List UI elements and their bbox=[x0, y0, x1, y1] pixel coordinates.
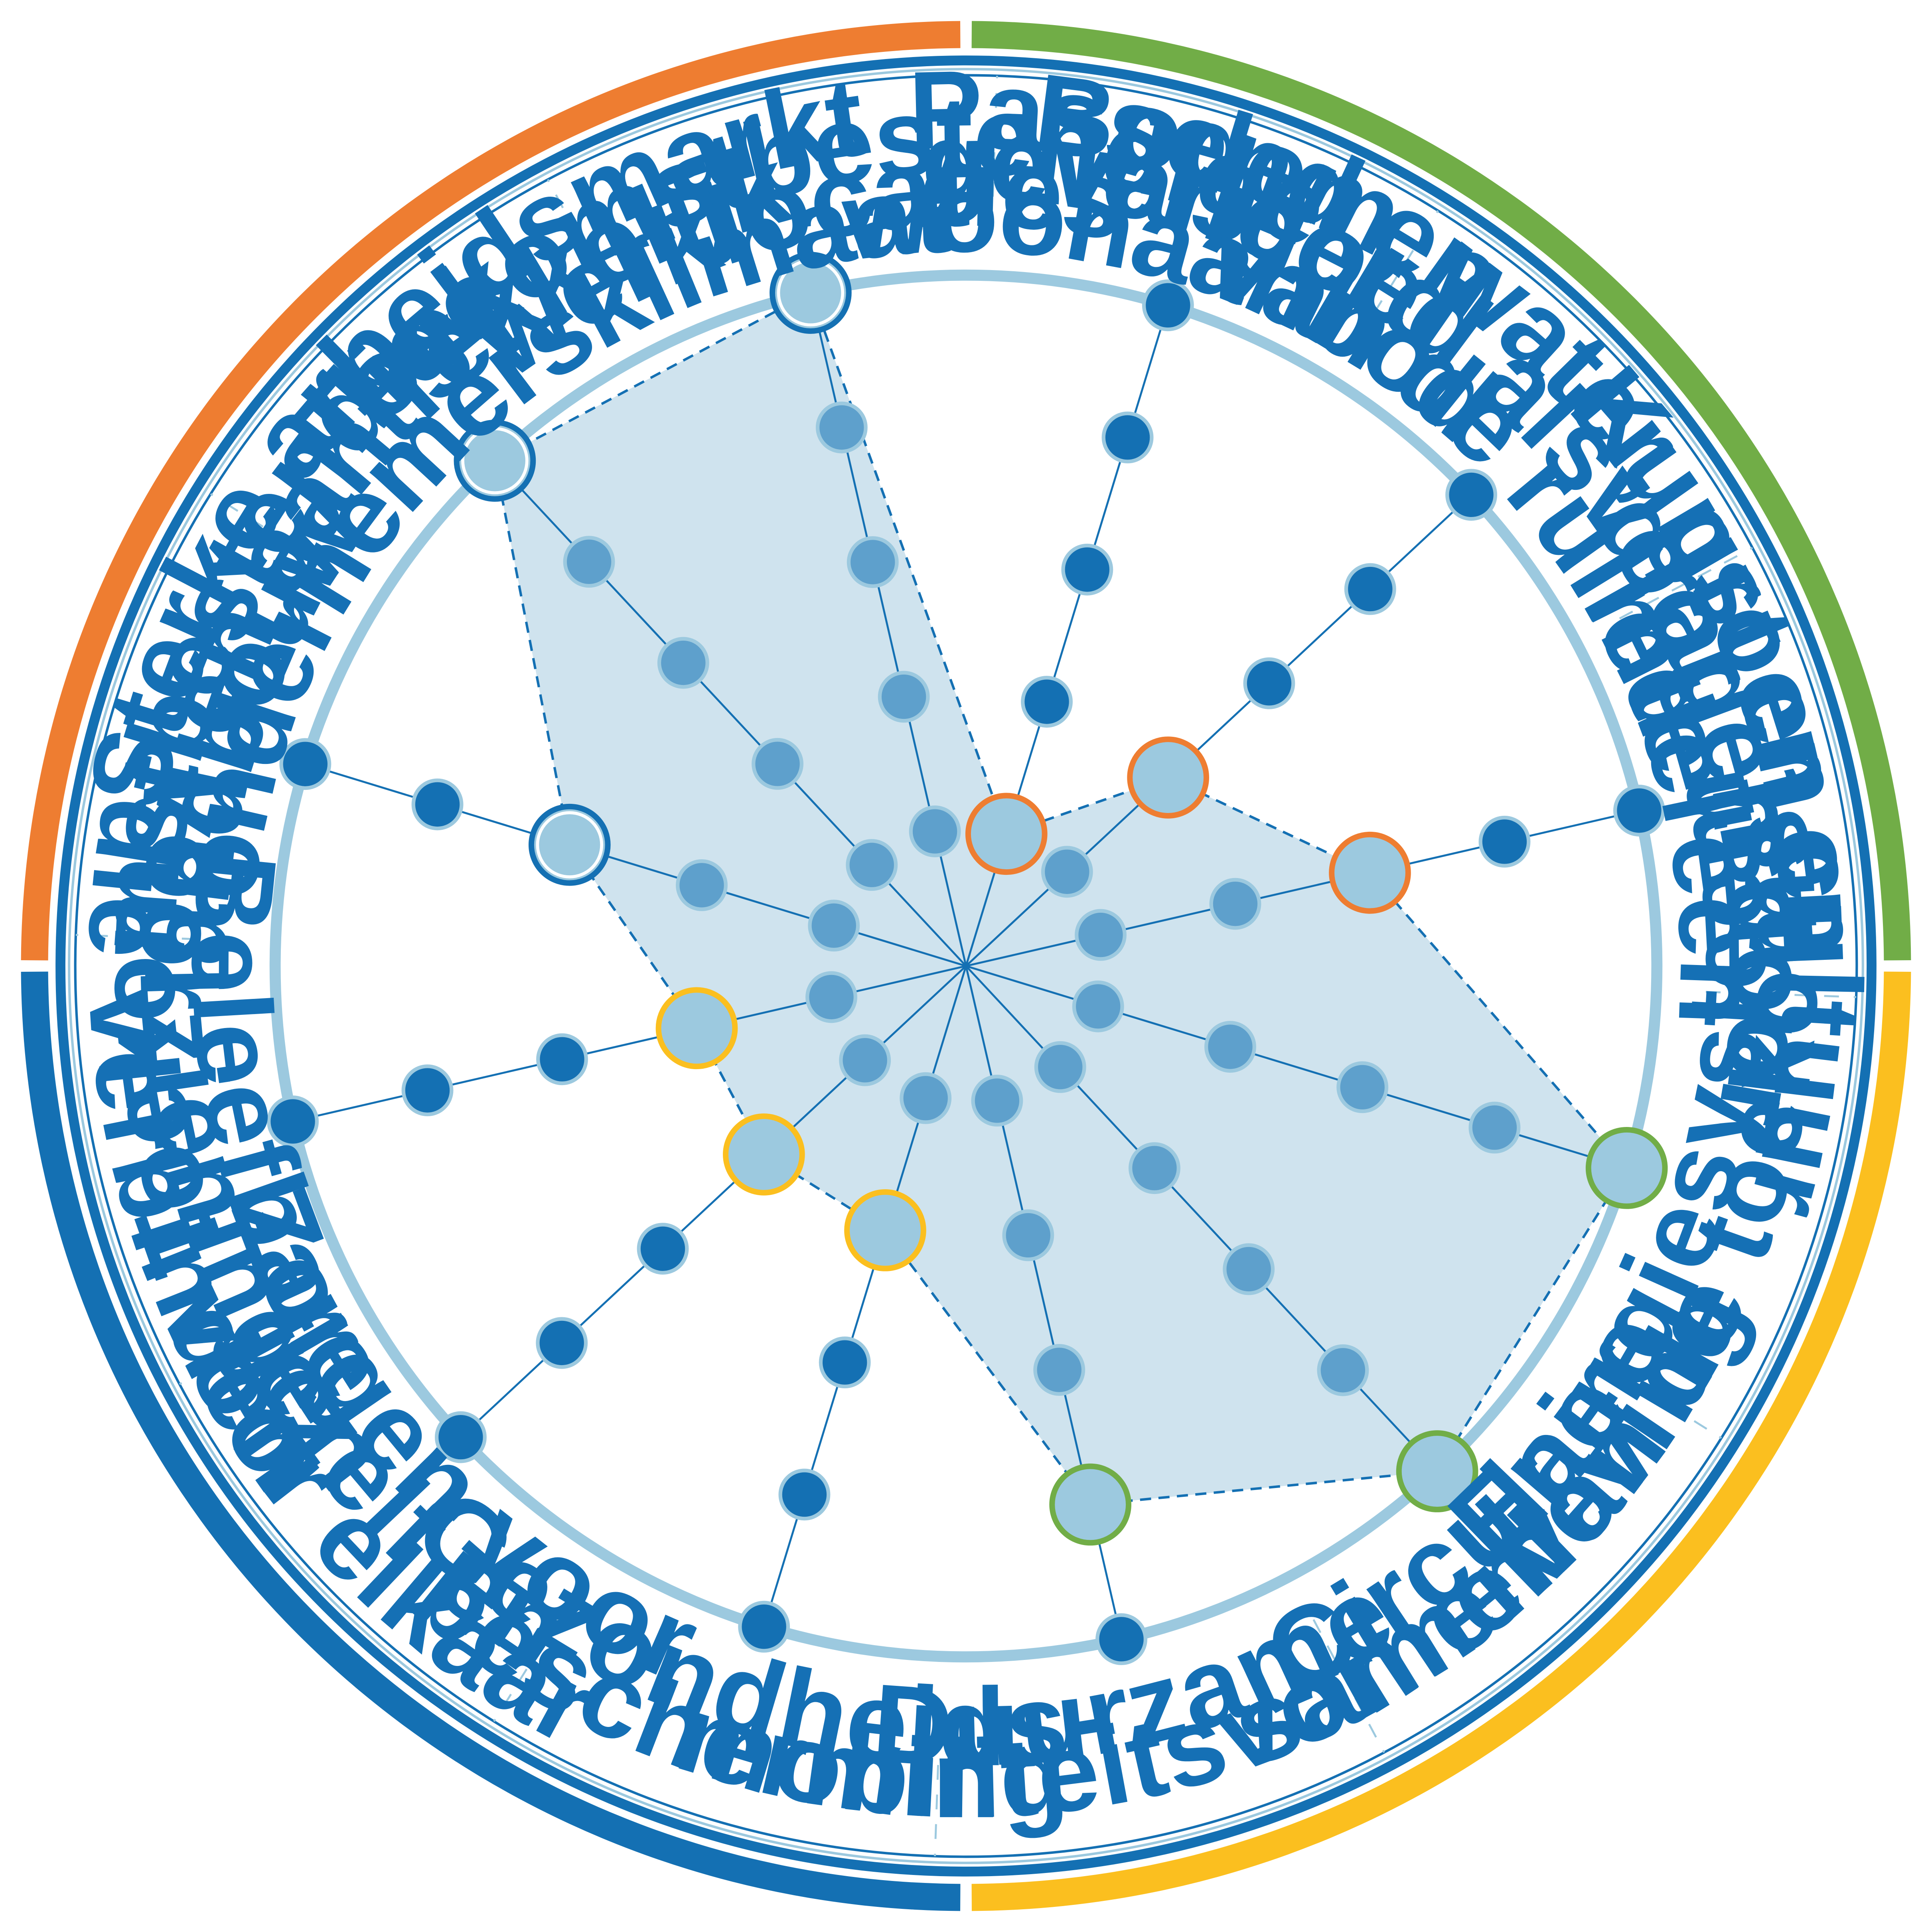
score-marker-inner-ring bbox=[536, 811, 604, 878]
scale-dot-filled bbox=[1041, 846, 1093, 898]
scale-dot-open bbox=[1613, 784, 1665, 837]
segment-divider bbox=[1619, 547, 1753, 620]
scale-dot-open bbox=[279, 738, 332, 790]
scale-dot-filled bbox=[1209, 878, 1261, 930]
scale-dot-filled bbox=[1072, 980, 1124, 1032]
score-marker bbox=[454, 420, 536, 502]
segment-divider bbox=[547, 179, 620, 313]
segment-divider bbox=[75, 934, 227, 941]
score-marker bbox=[844, 1189, 926, 1271]
scale-dot-open bbox=[536, 1033, 588, 1085]
inner-blue-ring bbox=[55, 55, 1877, 1877]
scale-dot-filled bbox=[676, 859, 728, 911]
scale-dot-filled bbox=[1034, 1041, 1086, 1093]
score-marker-inner-ring bbox=[461, 427, 529, 495]
score-marker bbox=[965, 793, 1048, 875]
scale-ring-max bbox=[269, 269, 1663, 1663]
scale-dot-filled bbox=[657, 637, 709, 689]
scale-dot-open bbox=[1101, 411, 1154, 464]
scale-dot-open bbox=[738, 1600, 790, 1653]
scale-dot-filled bbox=[839, 1034, 891, 1086]
score-marker bbox=[1127, 736, 1209, 819]
scale-dot-filled bbox=[846, 839, 898, 891]
scale-dot-filled bbox=[1336, 1061, 1389, 1113]
scale-dot-filled bbox=[1129, 1142, 1180, 1194]
segment-divider bbox=[1705, 991, 1857, 998]
scale-dot-filled bbox=[815, 401, 868, 454]
scale-dot-open bbox=[411, 778, 464, 831]
scale-dot-open bbox=[1344, 563, 1396, 615]
scale-dot-open bbox=[1243, 657, 1295, 709]
score-marker bbox=[655, 987, 738, 1070]
scale-dot-open bbox=[1061, 543, 1113, 596]
scale-dot-filled bbox=[808, 900, 860, 952]
label-ring bbox=[74, 74, 1858, 1858]
scale-dot-filled bbox=[1468, 1101, 1521, 1154]
score-marker bbox=[1329, 831, 1411, 914]
segment-divider bbox=[1312, 1619, 1385, 1753]
segment-divider bbox=[210, 493, 339, 575]
scale-dot-filled bbox=[1075, 909, 1127, 961]
scale-dot-filled bbox=[971, 1075, 1023, 1127]
scale-dot-filled bbox=[752, 738, 803, 790]
scale-dot-open bbox=[819, 1336, 871, 1389]
scale-dot-open bbox=[401, 1064, 454, 1117]
segment-divider bbox=[934, 1705, 941, 1857]
scale-dot-open bbox=[778, 1468, 831, 1521]
scale-dot-open bbox=[1142, 279, 1194, 332]
segment-divider bbox=[179, 1312, 313, 1385]
scale-dot-filled bbox=[563, 536, 615, 588]
scale-dot-open bbox=[1478, 815, 1531, 868]
scale-dot-open bbox=[1021, 676, 1073, 728]
score-marker bbox=[723, 1113, 805, 1196]
theme-quadrant-arcs bbox=[21, 21, 1911, 1911]
scale-dot-filled bbox=[1002, 1209, 1054, 1261]
scale-dot-open bbox=[267, 1095, 319, 1148]
segment-divider bbox=[1593, 1357, 1722, 1439]
score-marker bbox=[1396, 1430, 1478, 1512]
segment-divider bbox=[1357, 210, 1439, 339]
scale-dot-filled bbox=[805, 971, 857, 1023]
score-scale-ring bbox=[269, 269, 1663, 1663]
segment-divider bbox=[991, 75, 998, 227]
scale-dot-filled bbox=[847, 536, 899, 588]
thin-ring bbox=[68, 68, 1864, 1864]
segment-dividers bbox=[75, 75, 1857, 1857]
score-marker bbox=[1585, 1127, 1668, 1209]
segment-divider bbox=[493, 1593, 575, 1722]
scale-dot-open bbox=[637, 1223, 689, 1275]
scale-dot-filled bbox=[1204, 1021, 1256, 1073]
score-marker bbox=[528, 803, 611, 886]
score-marker bbox=[1049, 1463, 1131, 1546]
scale-dots bbox=[267, 279, 1665, 1665]
scale-dot-filled bbox=[1317, 1344, 1369, 1396]
score-markers bbox=[454, 252, 1668, 1546]
scale-dot-filled bbox=[878, 671, 930, 723]
scale-dot-filled bbox=[900, 1072, 952, 1124]
scale-dot-filled bbox=[909, 805, 961, 857]
scale-dot-filled bbox=[1033, 1344, 1085, 1396]
scale-dot-open bbox=[1445, 469, 1498, 521]
scale-dot-filled bbox=[1223, 1243, 1275, 1295]
score-marker bbox=[770, 252, 852, 334]
scale-dot-open bbox=[1095, 1613, 1148, 1665]
score-marker-inner-ring bbox=[777, 259, 845, 327]
scale-dot-open bbox=[536, 1317, 588, 1369]
scale-dot-open bbox=[434, 1411, 487, 1463]
